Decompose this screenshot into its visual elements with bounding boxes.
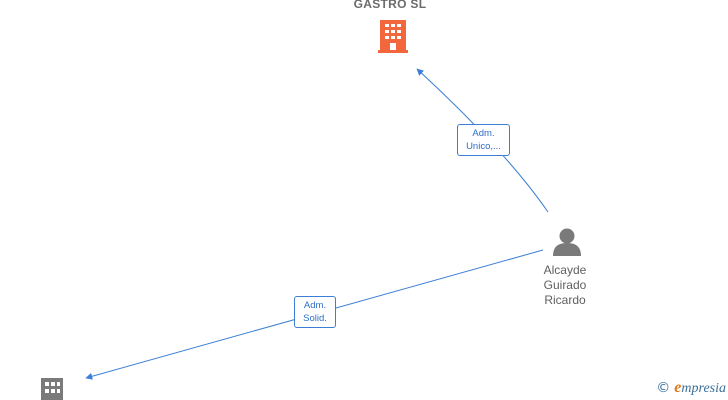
person-name-line: Alcayde [543, 263, 587, 277]
person-name-line: Ricardo [544, 293, 586, 307]
copyright-symbol: © [656, 380, 671, 396]
empresia-watermark: ©empresia [656, 379, 726, 397]
relation-label-line: Unico,... [466, 141, 501, 152]
person-icon[interactable] [553, 228, 581, 257]
relation-label-line: Adm. [303, 300, 327, 311]
brand-initial: e [674, 379, 682, 396]
person-name[interactable]: Alcayde Guirado Ricardo [525, 263, 605, 308]
company-name-top[interactable]: GASTRO SL [353, 0, 427, 11]
building-icon[interactable] [378, 20, 408, 53]
person-name-line: Guirado [543, 278, 587, 292]
building-icon[interactable] [41, 378, 63, 400]
relation-label-line: Adm. [472, 128, 495, 139]
relation-label-line: Solid. [303, 313, 327, 324]
relation-label-bottom[interactable]: Adm. Solid. [294, 296, 336, 328]
relation-label-top[interactable]: Adm. Unico,... [457, 124, 510, 156]
brand-name: mpresia [681, 381, 726, 396]
